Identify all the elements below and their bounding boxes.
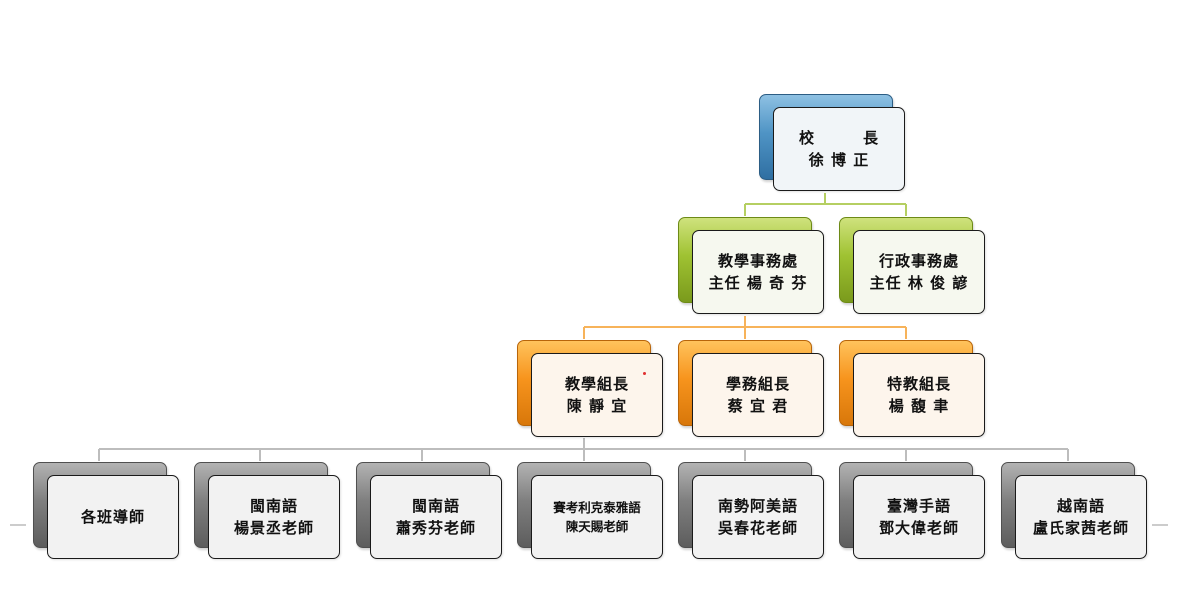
- registry-leader-title: 學務組長: [725, 375, 790, 393]
- teacher-5-subject: 南勢阿美語: [717, 497, 798, 515]
- node-teaching-leader[interactable]: 教學組長 陳 靜 宜: [517, 340, 663, 437]
- node-teacher-7-card: 越南語 盧氏家茜老師: [1015, 475, 1147, 559]
- administration-title: 行政事務處: [878, 252, 959, 270]
- node-teacher-4[interactable]: 賽考利克泰雅語 陳天賜老師: [517, 462, 663, 559]
- node-registry-leader-card: 學務組長 蔡 宜 君: [692, 353, 824, 437]
- principal-name: 徐 博 正: [808, 151, 870, 169]
- teaching-leader-title: 教學組長: [564, 375, 629, 393]
- teacher-7-subject: 越南語: [1056, 497, 1105, 515]
- node-teacher-5-card: 南勢阿美語 吳春花老師: [692, 475, 824, 559]
- teacher-1-subject: 各班導師: [80, 508, 145, 526]
- teacher-2-name: 楊景丞老師: [233, 519, 314, 537]
- node-administration-card: 行政事務處 主任 林 俊 諺: [853, 230, 985, 314]
- node-special-ed-leader-card: 特教組長 楊 馥 聿: [853, 353, 985, 437]
- special-ed-leader-name: 楊 馥 聿: [888, 397, 950, 415]
- node-teacher-4-card: 賽考利克泰雅語 陳天賜老師: [531, 475, 663, 559]
- teacher-6-subject: 臺灣手語: [886, 497, 951, 515]
- marker-dot: [643, 372, 646, 375]
- node-principal-card: 校 長 徐 博 正: [773, 107, 905, 191]
- teacher-5-name: 吳春花老師: [717, 519, 798, 537]
- node-registry-leader[interactable]: 學務組長 蔡 宜 君: [678, 340, 824, 437]
- node-special-ed-leader[interactable]: 特教組長 楊 馥 聿: [839, 340, 985, 437]
- node-teacher-2-card: 閩南語 楊景丞老師: [208, 475, 340, 559]
- node-teacher-6-card: 臺灣手語 鄧大偉老師: [853, 475, 985, 559]
- node-academic-affairs-card: 教學事務處 主任 楊 奇 芬: [692, 230, 824, 314]
- node-teacher-3[interactable]: 閩南語 蕭秀芬老師: [356, 462, 502, 559]
- teacher-2-subject: 閩南語: [249, 497, 298, 515]
- registry-leader-name: 蔡 宜 君: [727, 397, 789, 415]
- node-principal[interactable]: 校 長 徐 博 正: [759, 94, 905, 191]
- node-academic-affairs[interactable]: 教學事務處 主任 楊 奇 芬: [678, 217, 824, 314]
- node-teacher-3-card: 閩南語 蕭秀芬老師: [370, 475, 502, 559]
- node-teacher-1[interactable]: 各班導師: [33, 462, 179, 559]
- academic-affairs-title: 教學事務處: [717, 252, 798, 270]
- node-administration[interactable]: 行政事務處 主任 林 俊 諺: [839, 217, 985, 314]
- node-teacher-1-card: 各班導師: [47, 475, 179, 559]
- teacher-4-name: 陳天賜老師: [565, 519, 629, 534]
- teacher-7-name: 盧氏家茜老師: [1032, 519, 1129, 537]
- teacher-4-subject: 賽考利克泰雅語: [553, 500, 641, 515]
- node-teacher-7[interactable]: 越南語 盧氏家茜老師: [1001, 462, 1147, 559]
- teaching-leader-name: 陳 靜 宜: [566, 397, 628, 415]
- node-teaching-leader-card: 教學組長 陳 靜 宜: [531, 353, 663, 437]
- principal-title: 校 長: [798, 129, 879, 147]
- node-teacher-2[interactable]: 閩南語 楊景丞老師: [194, 462, 340, 559]
- node-teacher-5[interactable]: 南勢阿美語 吳春花老師: [678, 462, 824, 559]
- administration-director: 主任 林 俊 諺: [869, 274, 969, 292]
- teacher-3-subject: 閩南語: [411, 497, 460, 515]
- teacher-3-name: 蕭秀芬老師: [395, 519, 476, 537]
- teacher-6-name: 鄧大偉老師: [878, 519, 959, 537]
- node-teacher-6[interactable]: 臺灣手語 鄧大偉老師: [839, 462, 985, 559]
- academic-affairs-director: 主任 楊 奇 芬: [708, 274, 808, 292]
- special-ed-leader-title: 特教組長: [886, 375, 951, 393]
